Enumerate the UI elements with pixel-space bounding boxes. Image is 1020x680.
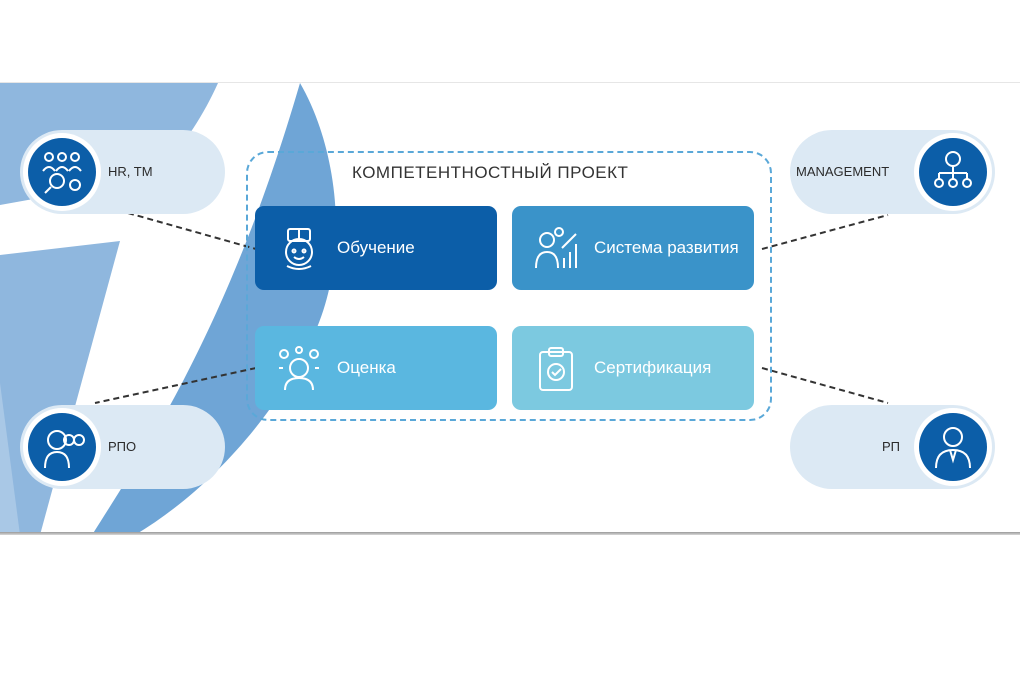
certificate-clipboard-icon — [539, 347, 573, 391]
actor-rpo-label: РПО — [108, 439, 137, 454]
actor-rp: РП — [790, 405, 995, 489]
project-group-frame — [246, 151, 772, 421]
slide-shadow — [0, 532, 1020, 535]
project-group-title: КОМПЕТЕНТНОСТНЫЙ ПРОЕКТ — [352, 163, 629, 182]
learning-head-icon — [285, 228, 313, 270]
tile-assessment-label: Оценка — [337, 358, 396, 377]
assessment-person-icon — [279, 346, 319, 391]
actor-management: MANAGEMENT — [790, 130, 995, 214]
actor-hr-tm: HR, TM — [20, 130, 225, 214]
tile-assessment: Оценка — [255, 326, 497, 410]
tile-development-system: Система развития — [512, 206, 754, 290]
binoculars-person-icon — [44, 430, 85, 469]
actor-hr-tm-label: HR, TM — [108, 164, 153, 179]
org-structure-icon — [934, 151, 972, 188]
growth-chart-icon — [535, 227, 577, 269]
tile-learning: Обучение — [255, 206, 497, 290]
connector-lines — [94, 212, 889, 404]
actor-rp-label: РП — [882, 439, 901, 454]
team-search-icon — [42, 152, 82, 194]
tile-certification-label: Сертификация — [594, 358, 712, 377]
tile-learning-label: Обучение — [337, 238, 415, 257]
tile-certification: Сертификация — [512, 326, 754, 410]
actor-rpo: РПО — [20, 405, 225, 489]
actor-management-label: MANAGEMENT — [796, 164, 890, 179]
slide: КОМПЕТЕНТНОСТНЫЙ ПРОЕКТ Обучение — [0, 82, 1020, 535]
manager-person-icon — [935, 427, 971, 469]
tile-development-system-label: Система развития — [594, 238, 739, 257]
